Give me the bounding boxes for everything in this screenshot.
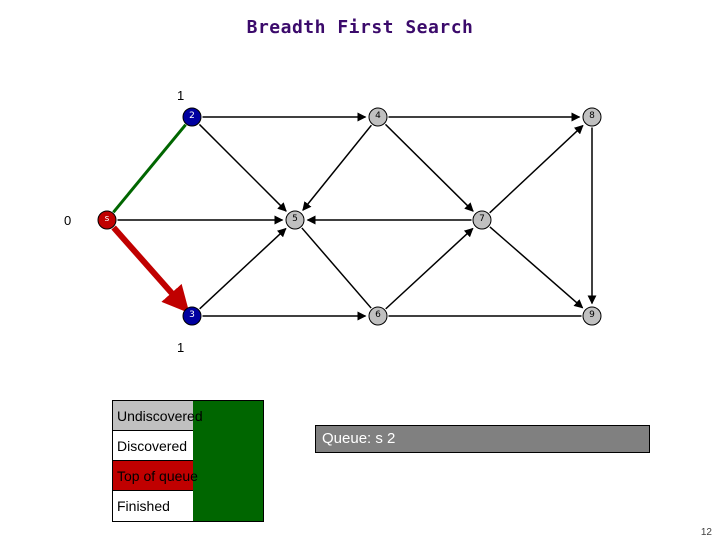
graph-node-3 (182, 306, 202, 326)
graph-edge-2-5 (198, 123, 287, 212)
graph-node-5 (285, 210, 305, 230)
graph-edge-3-5 (199, 227, 287, 310)
graph-node-distance-3: 1 (177, 340, 185, 355)
graph-node-9 (582, 306, 602, 326)
legend-label-discovered: Discovered (117, 437, 188, 454)
graph-edge-4-7 (384, 123, 474, 212)
graph-node-6 (368, 306, 388, 326)
legend-label-undiscovered: Undiscovered (117, 407, 203, 424)
graph-node-distance-2: 1 (177, 88, 185, 103)
graph-edge-5-6 (301, 227, 372, 309)
graph-node-4 (368, 107, 388, 127)
graph-node-8 (582, 107, 602, 127)
edge-layer (111, 112, 597, 321)
legend-label-finished: Finished (117, 498, 170, 514)
page-number: 12 (700, 527, 712, 538)
queue-box (315, 425, 650, 453)
graph-node-s (97, 210, 117, 230)
page-title: Breadth First Search (246, 17, 474, 38)
legend: Undiscovered Discovered Top of queue Fin… (112, 400, 264, 522)
graph-edge-7-8 (489, 124, 584, 214)
graph-edge-4-5 (302, 124, 372, 211)
graph-edge-s-3 (111, 225, 190, 314)
graph-edge-7-9 (489, 226, 584, 309)
graph-node-distance-s: 0 (64, 213, 72, 228)
legend-item-finished: Finished (113, 401, 263, 521)
node-layer (97, 107, 602, 326)
graph-edge-s-2 (112, 123, 187, 214)
queue-text: Queue: s 2 (322, 430, 396, 447)
legend-label-top-of-queue: Top of queue (117, 467, 198, 484)
graph-edge-6-7 (385, 227, 474, 310)
legend-swatch-finished (193, 401, 263, 521)
graph-node-7 (472, 210, 492, 230)
graph-node-2 (182, 107, 202, 127)
